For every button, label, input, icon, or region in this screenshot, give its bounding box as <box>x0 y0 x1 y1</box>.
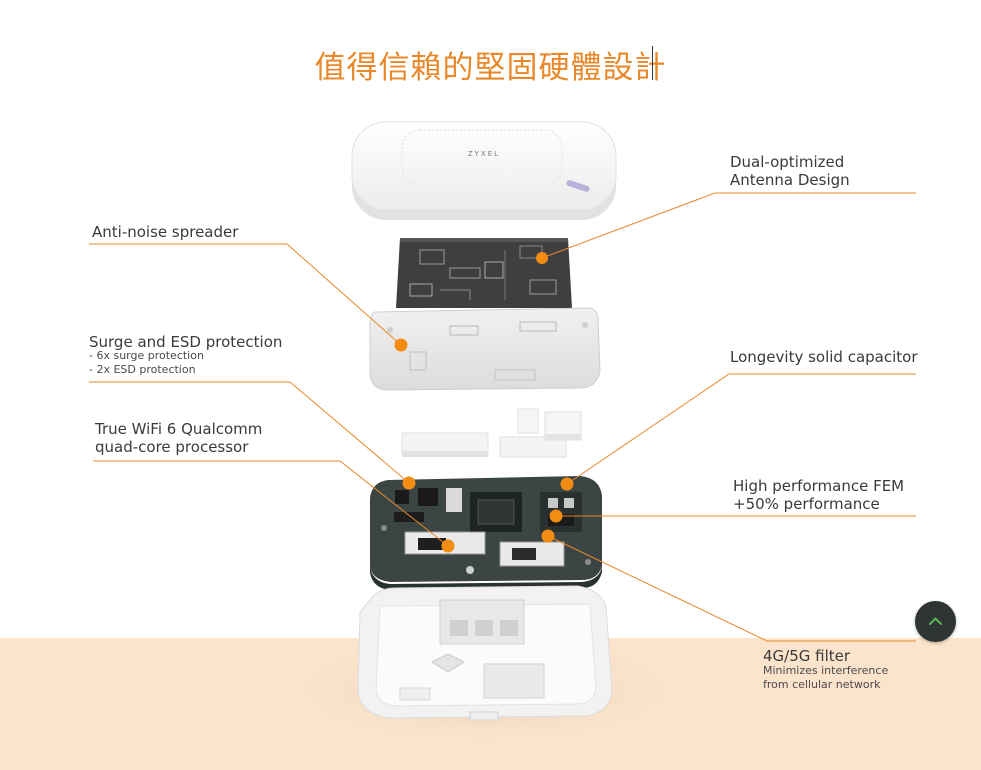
marker-filter <box>542 530 555 543</box>
antenna-board <box>396 238 572 308</box>
top-cover: ZYXEL <box>352 122 616 220</box>
callout-antenna-line2: Antenna Design <box>730 171 850 189</box>
callout-fem-line2: +50% performance <box>733 495 904 513</box>
marker-processor <box>442 540 455 553</box>
callout-filter-detail2: from cellular network <box>763 678 880 692</box>
scroll-to-top-button[interactable] <box>915 601 956 642</box>
line-capacitor <box>567 374 916 484</box>
marker-fem <box>550 510 563 523</box>
callout-filter: 4G/5G filter <box>763 647 850 665</box>
shield-cans <box>402 409 581 457</box>
chevron-up-icon <box>927 613 944 630</box>
callout-filter-detail1: Minimizes interference <box>763 664 888 678</box>
callout-antenna-line1: Dual-optimized <box>730 153 850 171</box>
callout-processor-line2: quad-core processor <box>95 438 262 456</box>
marker-antenna <box>536 252 548 264</box>
base-enclosure <box>358 586 612 720</box>
brand-logo: ZYXEL <box>468 150 500 158</box>
callout-fem: High performance FEM +50% performance <box>733 477 904 513</box>
marker-surge <box>403 477 416 490</box>
callout-spreader: Anti-noise spreader <box>92 223 238 241</box>
callout-surge-detail2: - 2x ESD protection <box>89 363 196 377</box>
marker-spreader <box>395 339 408 352</box>
callout-fem-line1: High performance FEM <box>733 477 904 495</box>
marker-capacitor <box>561 478 574 491</box>
callout-processor: True WiFi 6 Qualcomm quad-core processor <box>95 420 262 456</box>
callout-surge-detail1: - 6x surge protection <box>89 349 204 363</box>
line-spreader <box>89 244 401 345</box>
callout-processor-line1: True WiFi 6 Qualcomm <box>95 420 262 438</box>
main-pcb <box>370 476 602 590</box>
callout-capacitor: Longevity solid capacitor <box>730 348 918 366</box>
callout-antenna: Dual-optimized Antenna Design <box>730 153 850 189</box>
